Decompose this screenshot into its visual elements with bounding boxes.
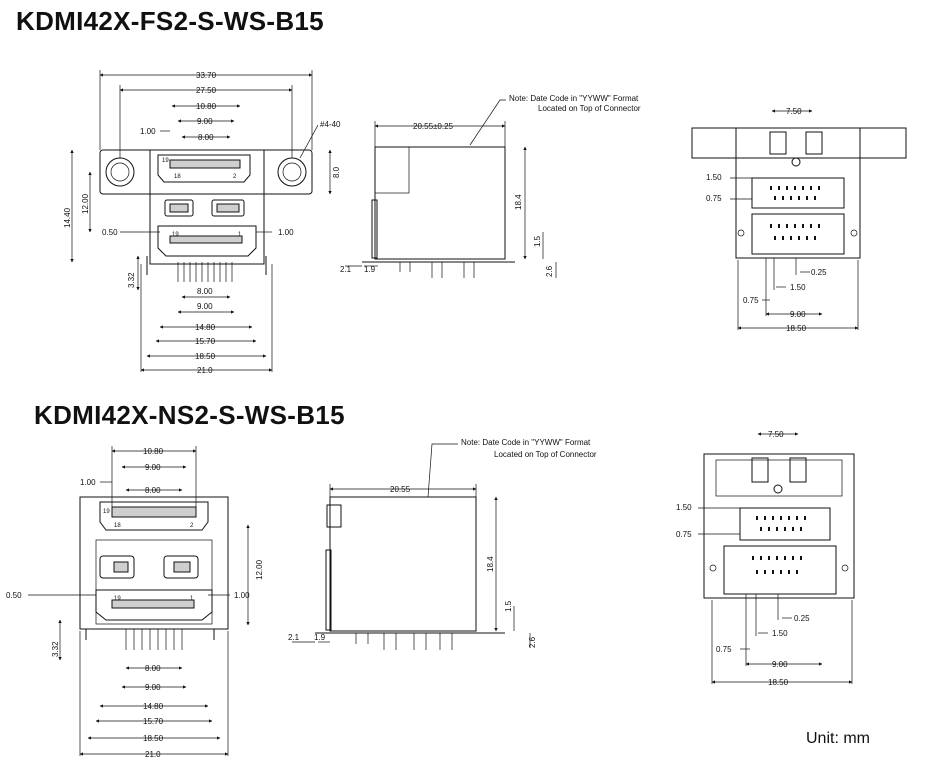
fs2-side-dim-18-4: 18.4: [514, 194, 523, 210]
ns2-dim-b-8-00: 8.00: [145, 664, 161, 673]
fs2-back-dim-7-50: 7.50: [786, 107, 802, 116]
fs2-dim-27-50: 27.50: [196, 86, 217, 95]
ns2-side-dim-18-4: 18.4: [486, 556, 495, 572]
ns2-dim-12-00: 12.00: [255, 559, 264, 580]
fs2-dim-b-18-50: 18.50: [195, 352, 216, 361]
ns2-dim-0-50: 0.50: [6, 591, 22, 600]
ns2-back-dim-7-50: 7.50: [768, 430, 784, 439]
fs2-pin-2: 2: [233, 174, 237, 180]
ns2-dim-10-80: 10.80: [143, 447, 164, 456]
fs2-dim-3-32: 3.32: [127, 272, 136, 288]
ns2-side-dim-1-9: 1.9: [314, 633, 326, 642]
fs2-dim-10-80: 10.80: [196, 102, 217, 111]
fs2-dim-1-00-right: 1.00: [278, 228, 294, 237]
fs2-back-dim-b-1-50: 1.50: [790, 283, 806, 292]
ns2-side-note-1: Note: Date Code in "YYWW" Format: [461, 438, 591, 447]
fs2-dim-14-40: 14.40: [63, 207, 72, 228]
fs2-pin-19: 19: [162, 158, 169, 164]
ns2-back-dim-b-0-75: 0.75: [716, 645, 732, 654]
fs2-dim-9-00: 9.00: [197, 117, 213, 126]
fs2-side-labels: 20.55±0.25 Note: Date Code in "YYWW" For…: [340, 94, 641, 277]
fs2-dim-12-00: 12.00: [81, 193, 90, 214]
fs2-pin-1: 1: [238, 232, 242, 238]
ns2-dim-8-00: 8.00: [145, 486, 161, 495]
ns2-back-view: [698, 432, 855, 684]
ns2-side-dim-2-1: 2.1: [288, 633, 300, 642]
ns2-back-dim-18-50: 18.50: [768, 678, 789, 687]
ns2-side-dim-2-6: 2.6: [528, 636, 537, 648]
fs2-dim-b-15-70: 15.70: [195, 337, 216, 346]
ns2-side-dim-1-5: 1.5: [504, 600, 513, 612]
ns2-dim-1-00: 1.00: [80, 478, 96, 487]
fs2-side-dim-width: 20.55±0.25: [413, 122, 454, 131]
fs2-pin-19b: 19: [172, 232, 179, 238]
drawing-title-ns2: KDMI42X-NS2-S-WS-B15: [34, 400, 345, 430]
fs2-dim-8-0: 8.0: [332, 166, 341, 178]
fs2-front-labels: 33.70 27.50 10.80 9.00 8.00 1.00 #4-40 1…: [63, 71, 341, 375]
ns2-dim-b-21-0: 21.0: [145, 750, 161, 759]
fs2-back-labels: 7.50 1.50 0.75 0.25 1.50 0.75 9.00 18.50: [706, 107, 827, 333]
fs2-side-note-1: Note: Date Code in "YYWW" Format: [509, 94, 639, 103]
fs2-side-dim-2-6: 2.6: [545, 265, 554, 277]
fs2-front-view: [70, 70, 332, 372]
fs2-back-view: [691, 109, 907, 330]
fs2-side-dim-1-5: 1.5: [533, 235, 542, 247]
ns2-dim-1-00-right: 1.00: [234, 591, 250, 600]
ns2-side-dim-width: 20.55: [390, 485, 411, 494]
fs2-back-dim-0-75: 0.75: [706, 194, 722, 203]
ns2-dim-b-18-50: 18.50: [143, 734, 164, 743]
fs2-pin-18: 18: [174, 174, 181, 180]
ns2-dim-b-14-80: 14.80: [143, 702, 164, 711]
fs2-dim-b-8-00: 8.00: [197, 287, 213, 296]
ns2-back-labels: 7.50 1.50 0.75 0.25 1.50 0.75 9.00 18.50: [676, 430, 810, 687]
fs2-back-dim-0-25: 0.25: [811, 268, 827, 277]
drawing-title-fs2: KDMI42X-FS2-S-WS-B15: [16, 6, 324, 36]
fs2-dim-4-40: #4-40: [320, 120, 341, 129]
ns2-pin-1: 1: [190, 596, 194, 602]
ns2-back-dim-0-25: 0.25: [794, 614, 810, 623]
ns2-side-labels: 20.55 Note: Date Code in "YYWW" Format L…: [288, 438, 597, 648]
ns2-back-dim-1-50: 1.50: [676, 503, 692, 512]
fs2-side-note-2: Located on Top of Connector: [538, 104, 641, 113]
ns2-back-dim-b-1-50: 1.50: [772, 629, 788, 638]
ns2-pin-19: 19: [103, 509, 110, 515]
ns2-dim-9-00: 9.00: [145, 463, 161, 472]
unit-label: Unit: mm: [806, 730, 870, 747]
fs2-dim-8-00: 8.00: [198, 133, 214, 142]
ns2-back-dim-9-00: 9.00: [772, 660, 788, 669]
ns2-side-view: [292, 443, 531, 650]
ns2-pin-18: 18: [114, 523, 121, 529]
ns2-pin-19b: 19: [114, 596, 121, 602]
fs2-side-dim-2-1: 2.1: [340, 265, 352, 274]
fs2-side-dim-1-9: 1.9: [364, 265, 376, 274]
fs2-back-dim-b-0-75: 0.75: [743, 296, 759, 305]
fs2-side-view: [345, 99, 557, 278]
fs2-dim-b-14-80: 14.80: [195, 323, 216, 332]
ns2-dim-3-32: 3.32: [51, 641, 60, 657]
fs2-back-dim-1-50: 1.50: [706, 173, 722, 182]
ns2-dim-b-15-70: 15.70: [143, 717, 164, 726]
ns2-pin-2: 2: [190, 523, 194, 529]
ns2-side-note-2: Located on Top of Connector: [494, 450, 597, 459]
ns2-back-dim-0-75: 0.75: [676, 530, 692, 539]
ns2-front-labels: 10.80 9.00 8.00 1.00 0.50 3.32 12.00 1.0…: [6, 447, 264, 759]
fs2-back-dim-18-50: 18.50: [786, 324, 807, 333]
ns2-dim-b-9-00: 9.00: [145, 683, 161, 692]
fs2-back-dim-9-00: 9.00: [790, 310, 806, 319]
fs2-dim-b-9-00: 9.00: [197, 302, 213, 311]
ns2-front-view: [28, 446, 250, 756]
fs2-dim-b-21-0: 21.0: [197, 366, 213, 375]
fs2-dim-33-70: 33.70: [196, 71, 217, 80]
fs2-dim-1-00: 1.00: [140, 127, 156, 136]
fs2-dim-0-50: 0.50: [102, 228, 118, 237]
